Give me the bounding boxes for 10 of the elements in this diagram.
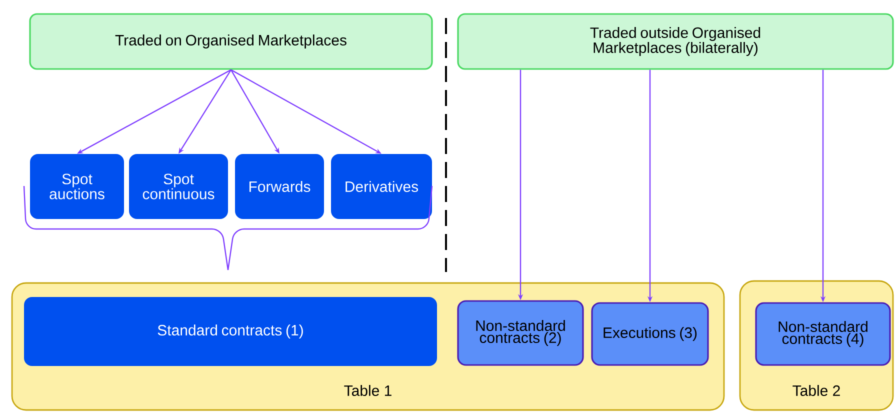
market-box: Derivatives: [331, 154, 432, 219]
category-box: Traded on Organised Marketplaces: [29, 13, 433, 70]
contract-box: Standard contracts (1): [24, 297, 437, 366]
category-box: Traded outside Organised Marketplaces (bilaterally): [457, 13, 894, 70]
market-box: Spot auctions: [30, 154, 124, 219]
market-box: Forwards: [235, 154, 324, 219]
contract-box: Non-standard contracts (2): [457, 300, 584, 366]
contract-box: Non-standard contracts (4): [755, 302, 891, 366]
market-box: Spot continuous: [129, 154, 228, 219]
contract-box: Executions (3): [591, 302, 709, 366]
